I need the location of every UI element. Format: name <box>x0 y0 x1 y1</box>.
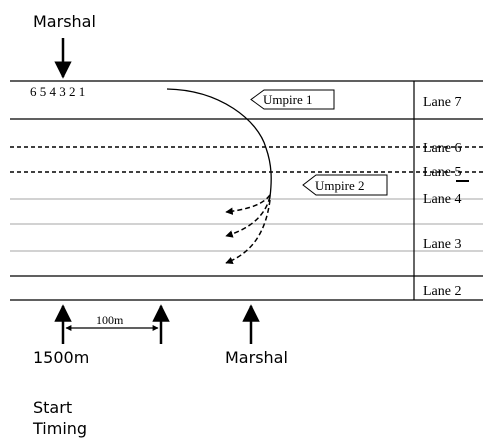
marshal-top-label: Marshal <box>33 12 96 31</box>
lane-label-5: Lane 5 <box>423 165 461 180</box>
runner-positions: 6 5 4 3 2 1 <box>30 84 85 99</box>
lane-label-2: Lane 2 <box>423 284 461 299</box>
lane-label-3: Lane 3 <box>423 237 461 252</box>
umpire-1-box <box>250 89 335 110</box>
merge-arrow <box>225 194 271 215</box>
umpire-2-tag: Umpire 2 <box>302 174 388 196</box>
umpire-1-tag: Umpire 1 <box>250 89 335 110</box>
lane-label-4: Lane 4 <box>423 192 461 207</box>
distance-label: 100m <box>96 313 124 327</box>
running-path-curve <box>166 88 272 198</box>
marshal-bottom-label: Marshal <box>225 348 288 367</box>
umpire-2-box <box>302 174 388 196</box>
umpire-2-label: Umpire 2 <box>315 178 364 193</box>
track-lines <box>10 80 483 301</box>
merge-arrow <box>225 199 271 265</box>
start-distance-label: 1500m <box>33 348 89 367</box>
merge-arrows <box>225 194 271 265</box>
timing-label: Timing <box>32 419 87 438</box>
umpire-1-label: Umpire 1 <box>263 92 312 107</box>
lane-label-7: Lane 7 <box>423 95 461 110</box>
start-label: Start <box>33 398 72 417</box>
merge-arrow <box>225 196 271 238</box>
lane-label-6: Lane 6 <box>423 141 461 156</box>
